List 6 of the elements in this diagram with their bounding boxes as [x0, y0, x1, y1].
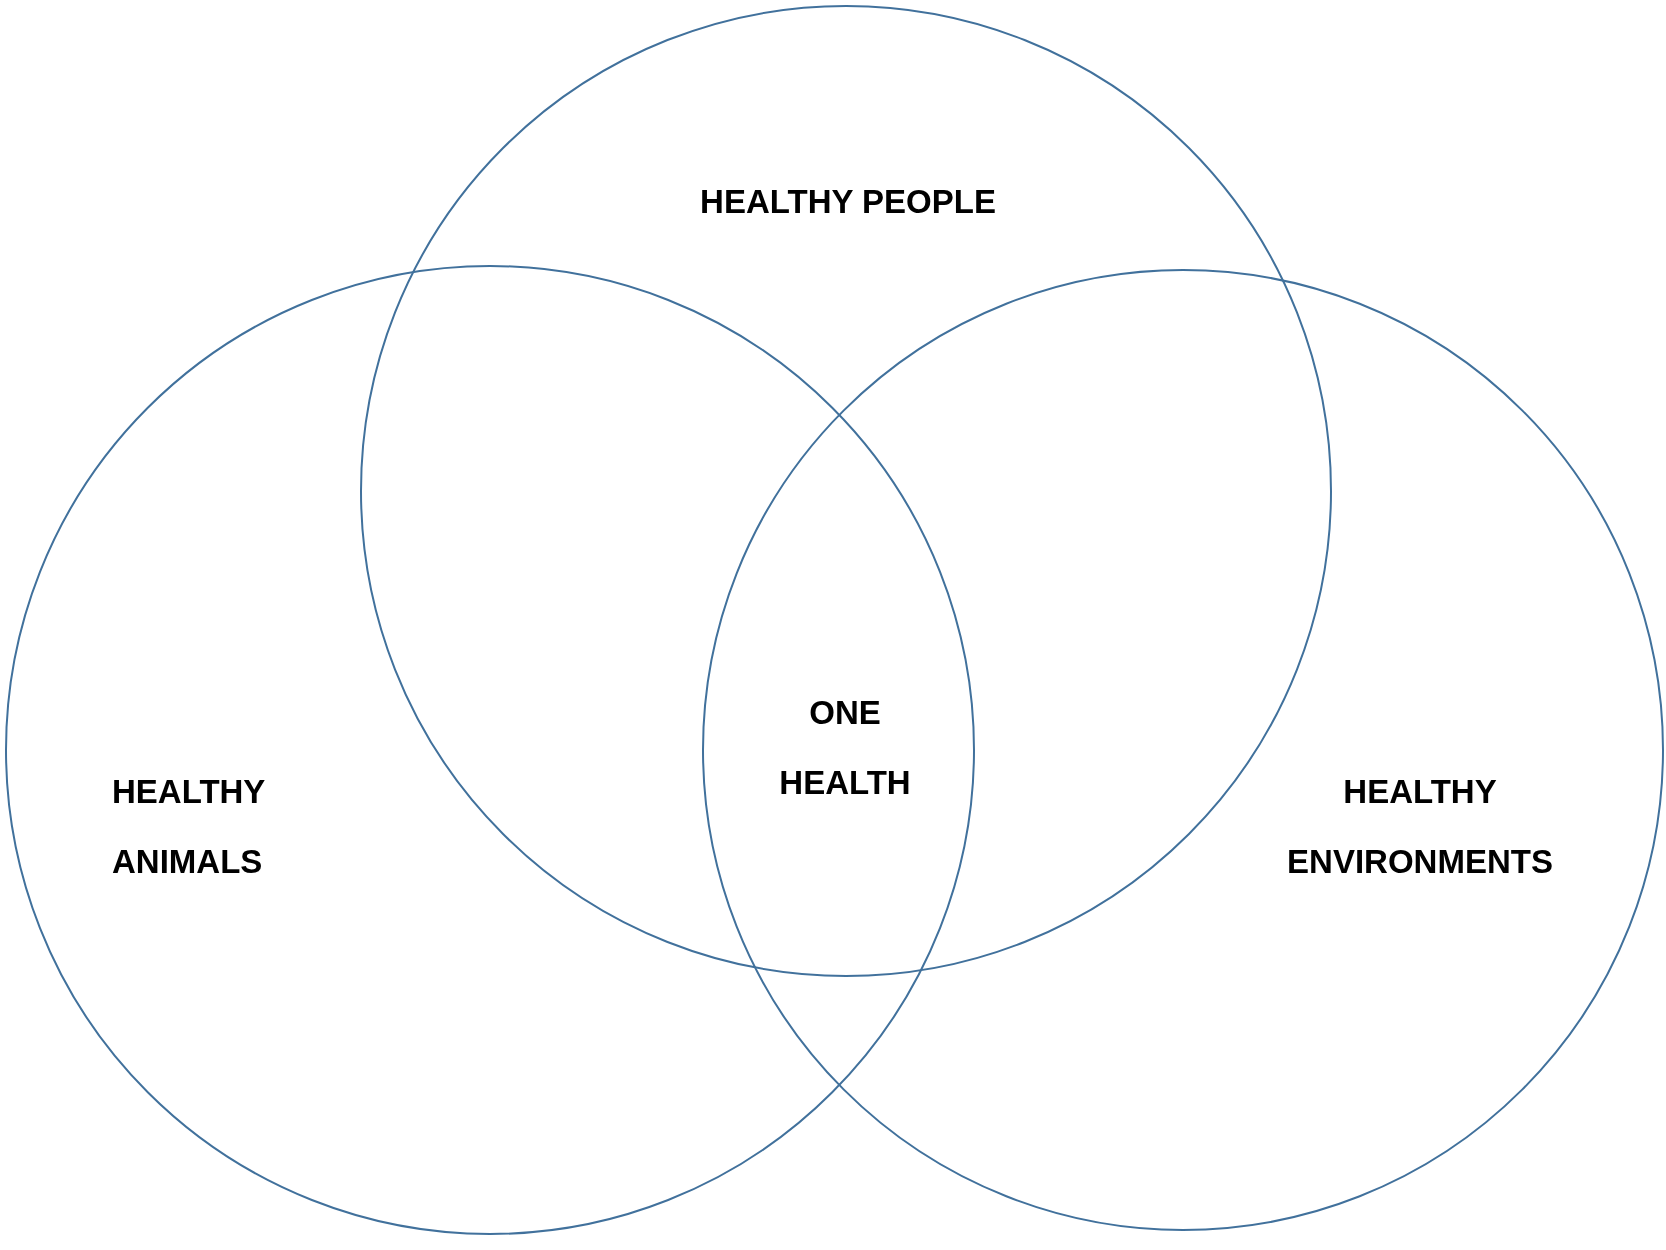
venn-circle — [702, 269, 1664, 1231]
venn-circle — [5, 265, 975, 1235]
circle-label: HEALTHY ANIMALS — [112, 772, 265, 882]
center-label: ONE HEALTH — [779, 693, 911, 803]
circle-label: HEALTHY PEOPLE — [700, 182, 996, 222]
circle-label: HEALTHY ENVIRONMENTS — [1287, 772, 1553, 882]
